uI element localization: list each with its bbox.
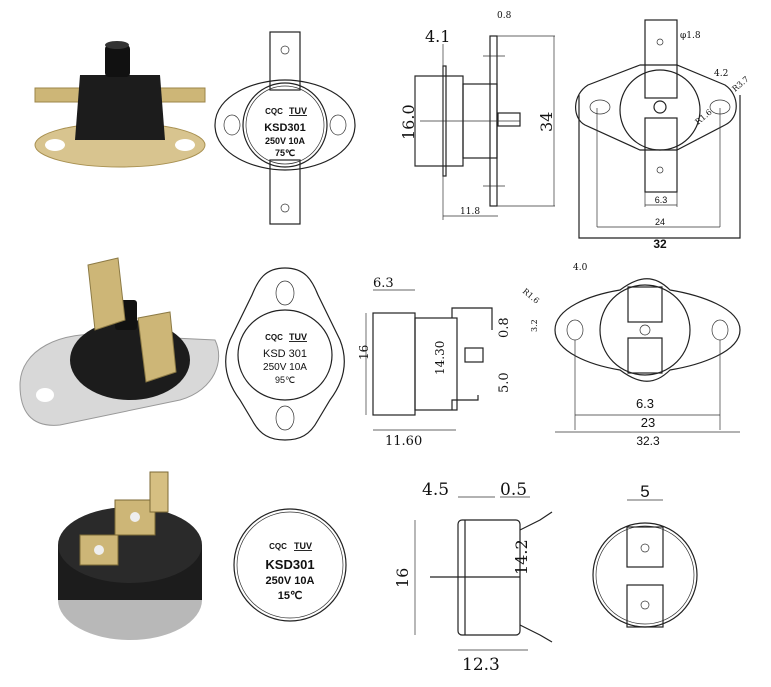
model-label: KSD 301 — [263, 348, 307, 360]
top-view-2: R1.6 4.0 3.2 6.3 23 32.3 — [521, 263, 741, 448]
rating-label: 250V 10A — [263, 362, 307, 373]
dim-offset: 4.0 — [573, 263, 588, 273]
photo-thermostat-3 — [58, 471, 202, 640]
dim-tab: 5 — [640, 482, 649, 501]
dim-flange: 4.1 — [425, 27, 450, 46]
temp-label: 95℃ — [275, 375, 295, 385]
top-view-3: 5 — [592, 482, 698, 628]
dim-r-outer: R3.7 — [731, 75, 751, 94]
dim-hole: φ1.8 — [680, 31, 701, 41]
cqc-logo: CQC — [265, 107, 283, 116]
tuv-logo: TUV — [289, 106, 307, 116]
photo-thermostat-2 — [19, 257, 220, 426]
dim-width: 32.3 — [636, 434, 660, 448]
dim-height: 16 — [357, 345, 371, 360]
dim-plate: 0.8 — [497, 11, 512, 21]
temp-label: 75℃ — [275, 148, 295, 158]
dim-depth: 12.3 — [462, 655, 500, 675]
dim-tab: 6.3 — [636, 396, 654, 411]
tuv-logo: TUV — [289, 332, 307, 342]
front-view-2: CQC TUV KSD 301 250V 10A 95℃ — [225, 267, 345, 441]
dim-depth: 11.60 — [385, 434, 422, 449]
temp-label: 15℃ — [278, 590, 303, 602]
dim-depth: 11.8 — [460, 207, 480, 217]
side-view-3: 4.5 0.5 16 14.2 12.3 — [393, 480, 553, 675]
front-view-1: CQC TUV KSD301 250V 10A 75℃ — [214, 31, 356, 225]
dim-flange: 4.5 — [422, 480, 449, 500]
dim-offset: 4.2 — [714, 69, 728, 79]
dim-radius: R1.6 — [521, 287, 541, 306]
cqc-logo: CQC — [269, 542, 287, 551]
dim-inner: 14.2 — [512, 539, 531, 575]
dim-flange: 6.3 — [373, 276, 394, 291]
side-view-2: 6.3 16 14.30 0.8 5.0 11.60 — [357, 276, 512, 449]
cqc-logo: CQC — [265, 333, 283, 342]
dim-height: 16.0 — [399, 104, 418, 140]
dim-plate: 0.5 — [500, 480, 527, 500]
dim-width: 32 — [653, 237, 667, 251]
dim-inner: 14.30 — [433, 341, 447, 375]
top-view-1: φ1.8 4.2 R3.7 R1.6 6.3 24 32 — [575, 19, 751, 251]
photo-thermostat-1 — [34, 41, 206, 168]
side-view-1: 4.1 0.8 16.0 34 11.8 — [399, 11, 556, 220]
dim-hole: 3.2 — [530, 319, 539, 332]
dim-tab: 6.3 — [655, 195, 668, 205]
model-label: KSD301 — [264, 122, 306, 134]
dim-r-inner: R1.6 — [694, 108, 714, 127]
dim-plate: 0.8 — [497, 317, 512, 338]
dim-height: 16 — [393, 568, 412, 588]
dim-length: 34 — [537, 112, 556, 132]
dim-hole-span: 23 — [641, 415, 655, 430]
tuv-logo: TUV — [294, 541, 312, 551]
dim-hole-span: 24 — [655, 217, 665, 227]
rating-label: 250V 10A — [266, 575, 315, 587]
model-label: KSD301 — [265, 557, 314, 572]
front-view-3: CQC TUV KSD301 250V 10A 15℃ — [233, 508, 347, 622]
rating-label: 250V 10A — [265, 136, 306, 146]
dim-pin: 5.0 — [497, 372, 512, 393]
